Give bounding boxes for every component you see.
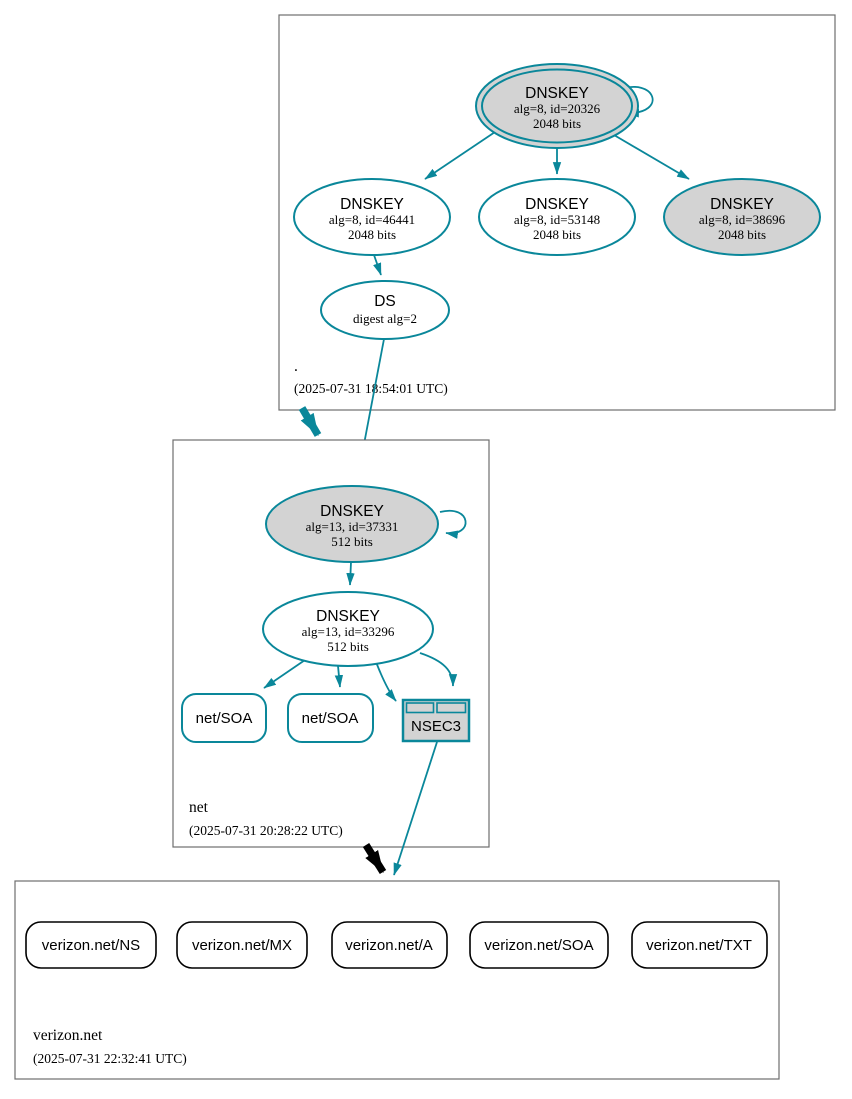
node-label: net/SOA [196, 710, 253, 727]
nsec3-cell-left [405, 702, 435, 714]
node-detail: alg=8, id=20326 [514, 101, 601, 116]
node-title: DNSKEY [340, 196, 404, 213]
edge-net-ksk-to-zsk [346, 561, 355, 586]
edge-secure-delegation-root-to-net [298, 406, 322, 437]
node-size: 512 bits [331, 534, 373, 549]
node-verizon-a[interactable]: verizon.net/A [331, 921, 448, 969]
node-size: 2048 bits [348, 227, 396, 242]
edge-root-ksk-to-zsk38696 [613, 134, 690, 180]
node-net-soa-right[interactable]: net/SOA [287, 693, 374, 743]
node-verizon-mx[interactable]: verizon.net/MX [176, 921, 308, 969]
node-root-zsk-53148-dnskey[interactable]: DNSKEY alg=8, id=53148 2048 bits [478, 178, 636, 256]
node-label: verizon.net/TXT [646, 937, 752, 954]
edge-zsk46441-to-ds [373, 254, 382, 276]
nsec3-cell-right [436, 702, 467, 714]
zone-net-label: net [189, 799, 209, 816]
node-root-zsk-46441-dnskey[interactable]: DNSKEY alg=8, id=46441 2048 bits [293, 178, 451, 256]
node-title: DS [374, 293, 396, 310]
edge-nsec3-to-verizon [393, 741, 438, 876]
node-label: verizon.net/A [345, 937, 433, 954]
edge-insecure-delegation-net-to-verizon [362, 843, 387, 874]
node-size: 2048 bits [718, 227, 766, 242]
zone-root: . (2025-07-31 18:54:01 UTC) DNSKEY alg=8… [278, 14, 836, 411]
node-size: 2048 bits [533, 116, 581, 131]
node-detail: alg=8, id=38696 [699, 212, 786, 227]
node-label: net/SOA [302, 710, 359, 727]
node-detail: alg=13, id=37331 [306, 519, 399, 534]
node-title: DNSKEY [316, 608, 380, 625]
node-title: DNSKEY [320, 503, 384, 520]
node-detail: digest alg=2 [353, 311, 417, 326]
node-net-soa-left[interactable]: net/SOA [181, 693, 267, 743]
zone-verizon: verizon.net (2025-07-31 22:32:41 UTC) ve… [14, 880, 780, 1080]
zone-net-timestamp: (2025-07-31 20:28:22 UTC) [189, 823, 343, 838]
edge-net-ksk-selfsign [439, 509, 467, 539]
node-detail: alg=8, id=53148 [514, 212, 600, 227]
edge-root-ksk-to-zsk46441 [424, 129, 499, 180]
node-title: DNSKEY [710, 196, 774, 213]
zone-verizon-timestamp: (2025-07-31 22:32:41 UTC) [33, 1051, 187, 1066]
node-net-ksk-dnskey[interactable]: DNSKEY alg=13, id=37331 512 bits [265, 485, 439, 563]
zone-root-timestamp: (2025-07-31 18:54:01 UTC) [294, 381, 448, 396]
node-root-ksk-dnskey[interactable]: DNSKEY alg=8, id=20326 2048 bits [475, 63, 639, 149]
edge-net-zsk-to-nsec3-left [375, 661, 397, 702]
node-detail: alg=13, id=33296 [302, 624, 395, 639]
node-net-nsec3[interactable]: NSEC3 [401, 698, 471, 743]
zone-net: net (2025-07-31 20:28:22 UTC) DNSKEY alg… [172, 439, 490, 848]
zone-verizon-label: verizon.net [33, 1027, 103, 1044]
node-net-zsk-dnskey[interactable]: DNSKEY alg=13, id=33296 512 bits [262, 591, 434, 667]
node-detail: alg=8, id=46441 [329, 212, 415, 227]
node-verizon-txt[interactable]: verizon.net/TXT [631, 921, 768, 969]
edge-net-zsk-to-nsec3-right [419, 652, 458, 687]
node-verizon-soa[interactable]: verizon.net/SOA [469, 921, 609, 969]
node-label: verizon.net/MX [192, 937, 292, 954]
edge-net-zsk-to-soa-right [334, 665, 344, 688]
node-size: 512 bits [327, 639, 369, 654]
node-root-ds[interactable]: DS digest alg=2 [320, 280, 450, 340]
node-root-zsk-38696-dnskey[interactable]: DNSKEY alg=8, id=38696 2048 bits [663, 178, 821, 256]
node-size: 2048 bits [533, 227, 581, 242]
zone-verizon-box [14, 880, 780, 1080]
node-label: NSEC3 [411, 718, 461, 735]
node-title: DNSKEY [525, 85, 589, 102]
node-label: verizon.net/NS [42, 937, 140, 954]
edge-net-zsk-to-soa-left [263, 659, 306, 689]
node-label: verizon.net/SOA [484, 937, 593, 954]
node-title: DNSKEY [525, 196, 589, 213]
node-verizon-ns[interactable]: verizon.net/NS [25, 921, 157, 969]
zone-root-label: . [294, 358, 298, 375]
